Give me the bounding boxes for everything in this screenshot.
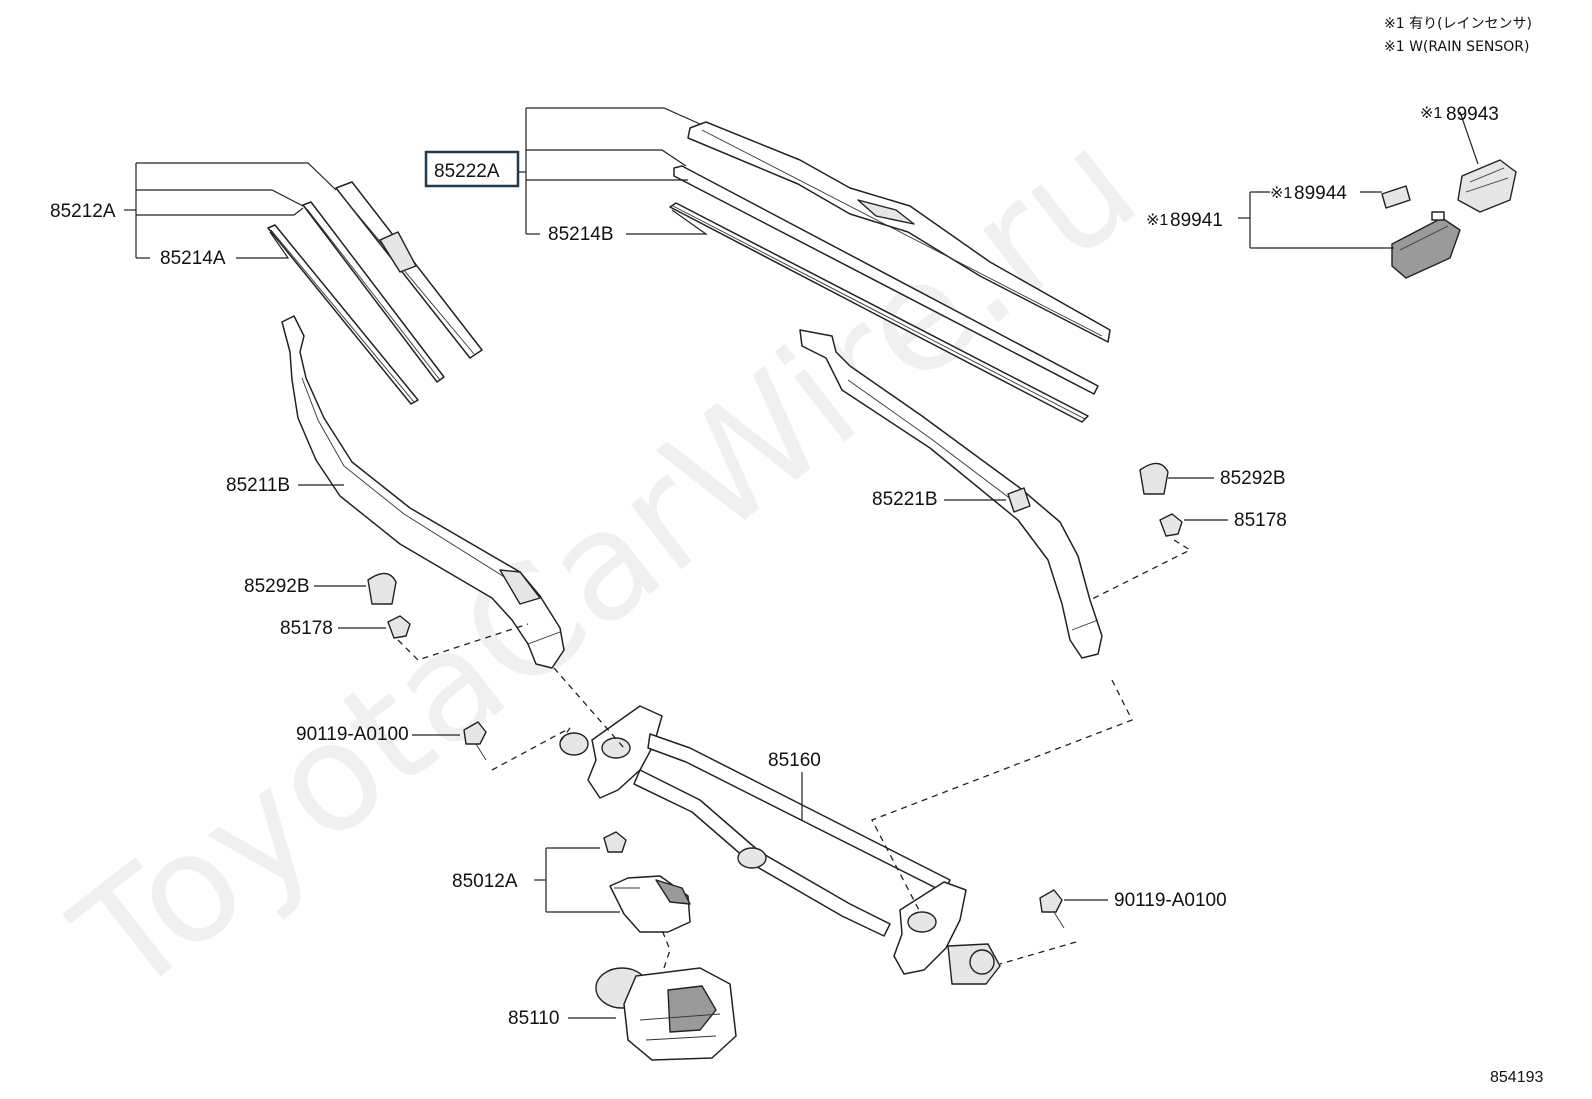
crank-nut-85012A[interactable] xyxy=(603,831,627,853)
label-85292B-left[interactable]: 85292B xyxy=(244,576,310,597)
wiper-motor-85110[interactable] xyxy=(595,929,737,1061)
dashed-85178-right xyxy=(1089,539,1192,601)
right-cap-85292B[interactable] xyxy=(1139,462,1169,495)
right-rubber-85214B[interactable] xyxy=(669,202,1089,423)
crank-arm-85012A[interactable] xyxy=(609,875,691,933)
label-89941[interactable]: 89941 xyxy=(1170,210,1223,231)
mark-89944: ※1 xyxy=(1270,185,1292,202)
left-rubber-85214A[interactable] xyxy=(267,224,419,405)
leader-85212A xyxy=(124,162,337,259)
diagram-id: 854193 xyxy=(1490,1069,1543,1086)
left-cap-85292B[interactable] xyxy=(367,572,397,605)
left-blade-85212A[interactable] xyxy=(302,181,483,383)
label-85178-left[interactable]: 85178 xyxy=(280,618,333,639)
leader-89941 xyxy=(1238,111,1479,249)
dashed-right-arm-pivot xyxy=(871,679,1133,913)
label-85110[interactable]: 85110 xyxy=(508,1008,559,1029)
label-85221B[interactable]: 85221B xyxy=(872,489,938,510)
right-arm-85221B[interactable] xyxy=(799,329,1103,659)
leader-85012A xyxy=(534,847,620,913)
right-nut-85178[interactable] xyxy=(1159,513,1183,537)
highlight-85222A xyxy=(424,150,520,188)
left-arm-85211B[interactable] xyxy=(281,315,565,669)
label-89944[interactable]: 89944 xyxy=(1294,183,1347,204)
label-89943[interactable]: 89943 xyxy=(1446,104,1499,125)
legend-line-1: ※1 有り(レインセンサ) xyxy=(1384,16,1532,32)
right-bolt-90119[interactable] xyxy=(1039,889,1065,929)
label-85214B[interactable]: 85214B xyxy=(548,224,614,245)
mark-89943: ※1 xyxy=(1420,105,1442,122)
label-85160[interactable]: 85160 xyxy=(768,750,821,771)
rain-sensor-89941[interactable] xyxy=(1391,211,1461,279)
label-85178-right[interactable]: 85178 xyxy=(1234,510,1287,531)
dashed-left-arm-pivot xyxy=(553,667,625,749)
leader-85222A xyxy=(518,107,708,235)
dashed-90119-right xyxy=(999,941,1077,965)
label-85012A[interactable]: 85012A xyxy=(452,871,518,892)
label-85222A[interactable]: 85222A xyxy=(434,161,500,182)
label-85214A[interactable]: 85214A xyxy=(160,248,226,269)
dashed-90119-left xyxy=(491,727,571,771)
right-blade-85222A[interactable] xyxy=(673,121,1111,395)
label-90119-left[interactable]: 90119-A0100 xyxy=(296,724,409,745)
label-90119-right[interactable]: 90119-A0100 xyxy=(1114,890,1227,911)
rain-sensor-gel-89944[interactable] xyxy=(1381,185,1411,209)
mark-89941: ※1 xyxy=(1146,212,1168,229)
label-85211B[interactable]: 85211B xyxy=(226,475,290,496)
linkage-85160[interactable] xyxy=(559,705,1001,985)
left-bolt-90119[interactable] xyxy=(463,721,487,761)
label-85292B-right[interactable]: 85292B xyxy=(1220,468,1286,489)
label-85212A[interactable]: 85212A xyxy=(50,201,116,222)
legend-line-2: ※1 W(RAIN SENSOR) xyxy=(1384,39,1529,55)
left-nut-85178[interactable] xyxy=(387,615,411,639)
rain-sensor-cover-89943[interactable] xyxy=(1457,159,1517,213)
